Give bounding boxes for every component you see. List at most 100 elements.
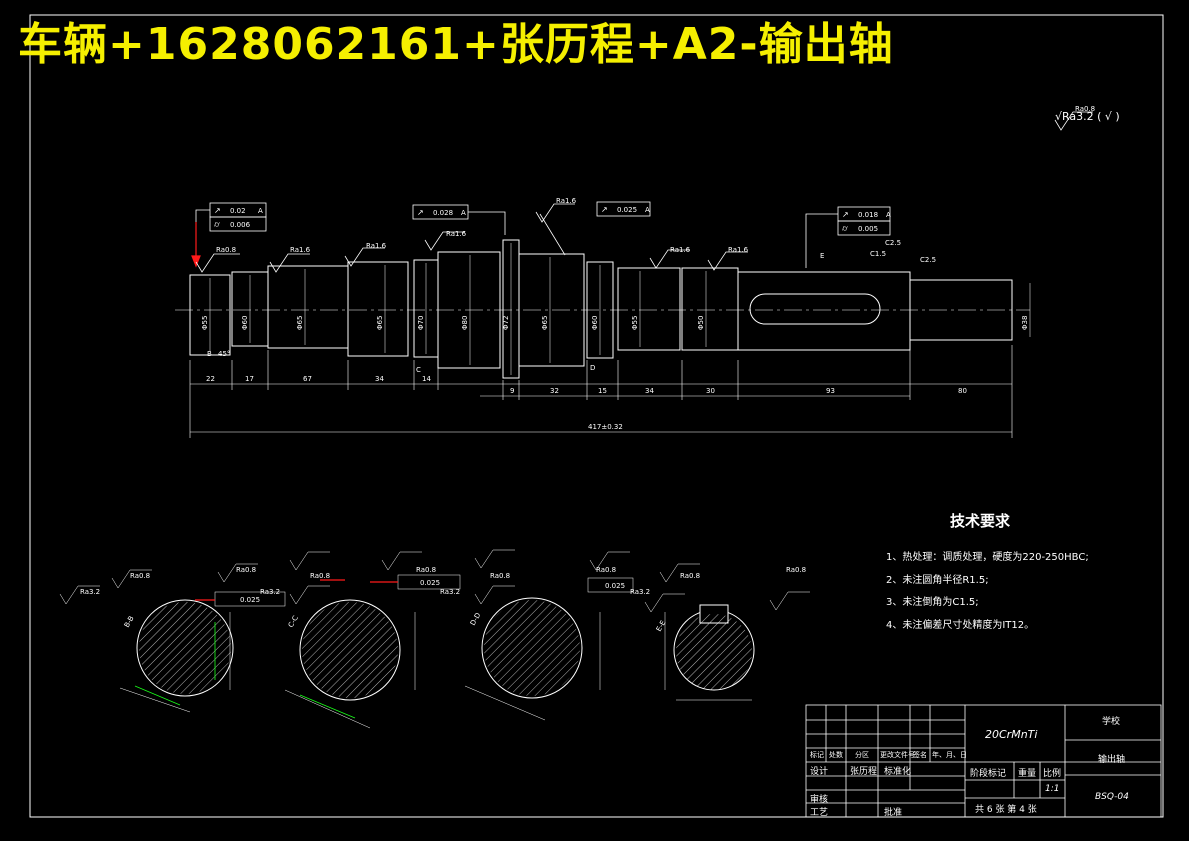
tolerance-datum: A <box>886 211 891 219</box>
length-label: 67 <box>303 375 312 383</box>
length-label: 34 <box>645 387 654 395</box>
diameter-label: Φ60 <box>591 316 599 330</box>
section-tolerance: 0.025 <box>420 579 440 587</box>
tech-requirements-title: 技术要求 <box>950 512 1011 530</box>
tolerance-symbol: ⌭ <box>214 220 220 229</box>
section-roughness: Ra0.8 <box>786 566 806 574</box>
section-label: C-C <box>287 614 300 629</box>
chamfer-label: C2.5 <box>920 256 936 264</box>
tolerance-datum: A <box>645 206 650 214</box>
section-dims <box>59 549 810 729</box>
section-mark: B <box>207 350 212 358</box>
scale-value: 1:1 <box>1045 784 1060 794</box>
roughness-label: Ra1.6 <box>290 246 311 254</box>
section-tolerance: 0.025 <box>605 582 625 590</box>
section-roughness: Ra3.2 <box>260 588 280 596</box>
tolerance-symbol: ↗ <box>214 206 221 215</box>
diameter-label: Φ65 <box>541 316 549 330</box>
tech-req-item: 2、未注圆角半径R1.5; <box>886 574 989 586</box>
roughness-label: Ra0.8 <box>1075 105 1095 113</box>
section-hatching <box>139 600 752 698</box>
tech-requirements: 技术要求 1、热处理：调质处理，硬度为220-250HBC; 2、未注圆角半径R… <box>886 510 1089 637</box>
tolerance-symbol: ↗ <box>842 210 849 219</box>
section-roughness: Ra3.2 <box>440 588 460 596</box>
dimension-lines <box>189 345 1013 438</box>
length-label: 14 <box>422 375 431 383</box>
diameter-dims <box>209 243 1031 375</box>
diameter-label: Φ72 <box>502 316 510 330</box>
drawing-frame <box>29 14 1164 818</box>
tb-row-label: 处数 <box>829 751 843 759</box>
roughness-label: Ra1.6 <box>670 246 691 254</box>
diameter-label: Φ55 <box>201 316 209 330</box>
diameter-label: Φ65 <box>296 316 304 330</box>
section-mark: C <box>416 366 421 374</box>
length-label: 15 <box>598 387 607 395</box>
section-roughness: Ra0.8 <box>680 572 700 580</box>
diameter-label: Φ55 <box>631 316 639 330</box>
tb-row-label: 年、月、日 <box>932 751 967 759</box>
section-roughness: Ra0.8 <box>596 566 616 574</box>
scale-label: 比例 <box>1043 769 1062 779</box>
roughness-symbols-main <box>195 111 1093 273</box>
banner-title: 车辆+1628062161+张历程+A2-输出轴 <box>18 19 894 70</box>
tech-req-item: 1、热处理：调质处理，硬度为220-250HBC; <box>886 552 1089 563</box>
section-label: D-D <box>469 611 483 627</box>
chamfer-label: C1.5 <box>870 250 886 258</box>
green-dims <box>134 622 356 719</box>
tolerance-value: 0.005 <box>858 225 878 233</box>
tolerance-value: 0.006 <box>230 221 251 229</box>
part-name: 输出轴 <box>1098 755 1126 765</box>
material-label: 20CrMnTi <box>985 728 1038 741</box>
diameter-label: Φ38 <box>1021 316 1029 330</box>
tolerance-value: 0.02 <box>230 207 246 215</box>
tolerance-symbol: ↗ <box>601 205 608 214</box>
diameter-label: Φ80 <box>461 316 469 330</box>
section-mark: D <box>590 364 595 372</box>
review-label: 审核 <box>810 795 829 805</box>
section-roughness: Ra0.8 <box>236 566 256 574</box>
title-block <box>805 704 1162 818</box>
process-label: 工艺 <box>810 808 829 818</box>
designer-label: 设计 <box>810 767 829 777</box>
tolerance-value: 0.018 <box>858 211 878 219</box>
section-roughness: Ra0.8 <box>490 572 510 580</box>
length-label: 30 <box>706 387 715 395</box>
diameter-label: Φ60 <box>241 316 249 330</box>
length-label: 80 <box>958 387 967 395</box>
section-mark: E <box>820 252 824 260</box>
length-label: 93 <box>826 387 835 395</box>
angle-label: 45° <box>218 350 230 358</box>
standardize-label: 标准化 <box>884 767 912 777</box>
tb-row-label: 更改文件号 <box>880 751 915 759</box>
tolerance-symbol: ↗ <box>417 208 424 217</box>
length-label: 34 <box>375 375 384 383</box>
section-red-arrows <box>195 579 398 601</box>
tolerance-datum: A <box>461 209 466 217</box>
drawing-number: BSQ-04 <box>1095 792 1129 802</box>
sheet-count: 共 6 张 第 4 张 <box>975 805 1037 815</box>
shaft-outline <box>189 239 1013 379</box>
tb-row-label: 签名 <box>913 751 927 759</box>
section-roughness: Ra3.2 <box>80 588 100 596</box>
overall-length-label: 417±0.32 <box>588 423 623 431</box>
length-label: 32 <box>550 387 559 395</box>
school-label: 学校 <box>1102 717 1121 727</box>
length-label: 17 <box>245 375 254 383</box>
section-label: E-E <box>655 619 668 633</box>
length-label: 9 <box>510 387 514 395</box>
tolerance-value: 0.028 <box>433 209 453 217</box>
tech-req-item: 3、未注倒角为C1.5; <box>886 597 979 608</box>
section-roughness: Ra0.8 <box>130 572 150 580</box>
approve-label: 批准 <box>884 808 903 818</box>
tolerance-frames-main <box>195 201 891 268</box>
section-roughness: Ra3.2 <box>630 588 650 596</box>
diameter-label: Φ70 <box>417 316 425 330</box>
tolerance-symbol: ⌭ <box>842 224 848 233</box>
section-tolerance: 0.025 <box>240 596 260 604</box>
tb-row-label: 标记 <box>810 751 824 759</box>
roughness-label: Ra1.6 <box>366 242 387 250</box>
length-label: 22 <box>206 375 215 383</box>
red-leaders <box>191 222 201 268</box>
